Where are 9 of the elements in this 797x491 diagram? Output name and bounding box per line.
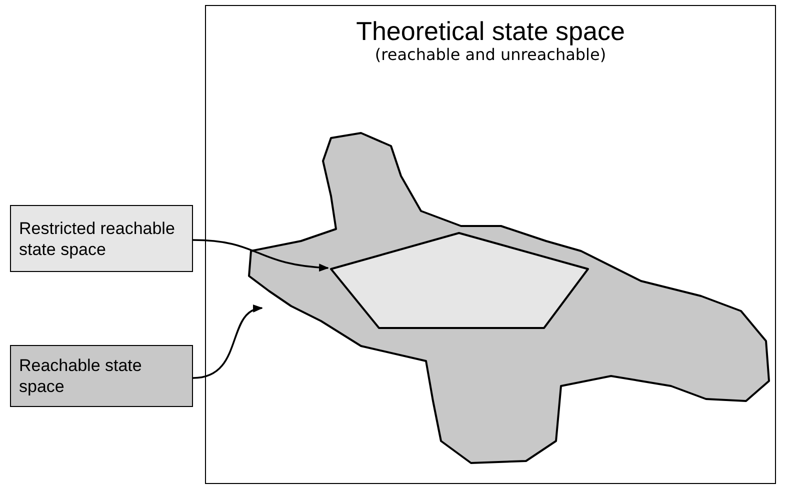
state-space-frame [205, 5, 776, 484]
box-label: Reachable state space [19, 355, 143, 397]
frame-title: Theoretical state space [356, 16, 625, 46]
box-label: Restricted reachable state space [19, 218, 176, 260]
arrow [192, 306, 263, 379]
arrow [192, 239, 329, 272]
label-box [10, 345, 193, 407]
frame-subtitle: (reachable and unreachable) [374, 46, 606, 64]
label-box [10, 205, 193, 272]
